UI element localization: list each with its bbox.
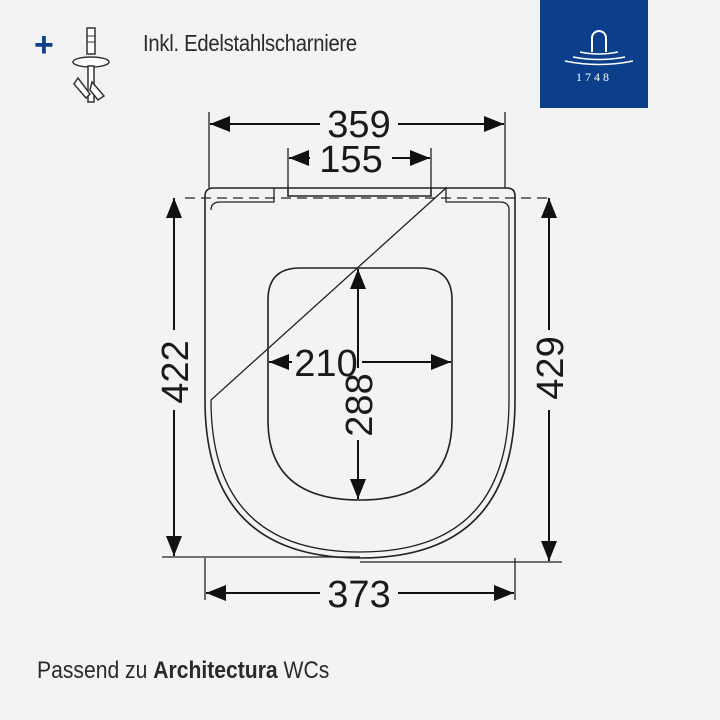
dim-length-left: 422 xyxy=(155,340,197,403)
seat-opening xyxy=(267,267,453,501)
dim-opening-length: 288 xyxy=(339,373,381,436)
dim-hinge-distance: 155 xyxy=(319,139,382,181)
dim-max-width: 373 xyxy=(327,574,390,616)
plus-symbol: + xyxy=(34,26,54,64)
logo-year: 1748 xyxy=(576,70,612,84)
hinge-text: Inkl. Edelstahlscharniere xyxy=(143,30,357,56)
brand-logo: 1748 xyxy=(540,0,648,108)
footer-prefix: Passend zu xyxy=(37,657,154,684)
footer-suffix: WCs xyxy=(277,657,330,684)
hinge-icon xyxy=(72,27,110,103)
dim-top-width: 359 xyxy=(327,104,390,146)
seat-outline xyxy=(204,187,516,559)
dim-length-right: 429 xyxy=(530,336,572,399)
footer-brand: Architectura xyxy=(153,657,278,684)
fountain-icon xyxy=(564,30,634,66)
compatibility-text: Passend zu Architectura WCs xyxy=(37,657,329,685)
dim-opening-width: 210 xyxy=(294,343,357,385)
